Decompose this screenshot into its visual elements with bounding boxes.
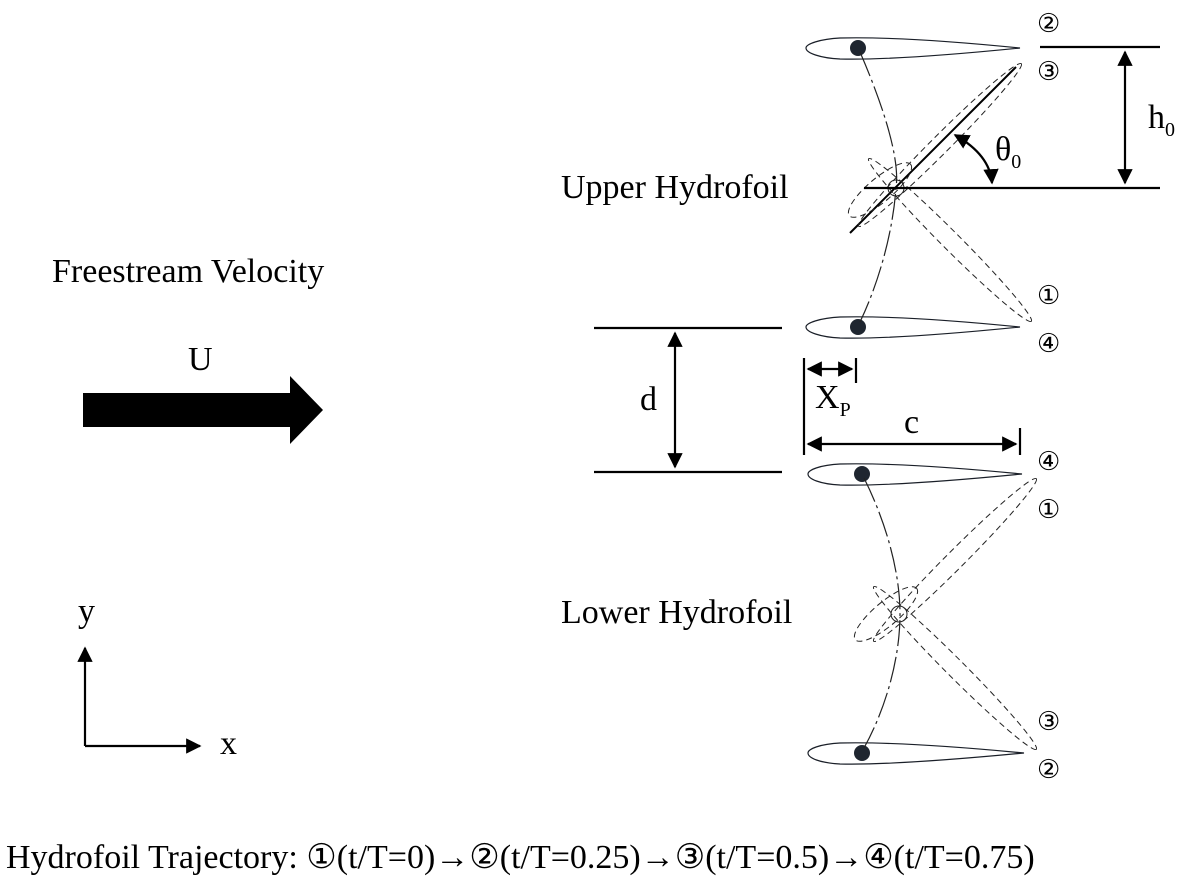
h0-label: h0 xyxy=(1148,99,1175,141)
upper-foil-dashed-a xyxy=(857,62,1023,228)
trajectory-caption: Hydrofoil Trajectory: ①(t/T=0)→②(t/T=0.2… xyxy=(6,839,1035,876)
separation-dimension: d xyxy=(594,326,782,474)
lower-position-bottom-a: ③ xyxy=(1037,707,1060,737)
lower-foil-dashed-a xyxy=(872,477,1038,643)
lower-pivot-bottom xyxy=(854,745,870,761)
y-axis-label: y xyxy=(78,593,95,630)
lower-hydrofoil-label: Lower Hydrofoil xyxy=(561,594,792,631)
x-axis-label: x xyxy=(220,725,237,762)
upper-position-bottom-b: ④ xyxy=(1037,329,1060,359)
freestream-label: Freestream Velocity xyxy=(52,253,324,290)
d-label: d xyxy=(640,381,657,418)
upper-position-bottom-a: ① xyxy=(1037,281,1060,311)
upper-foil-dashed-c xyxy=(847,162,913,218)
upper-foil-pitched xyxy=(849,66,1017,234)
upper-hydrofoil: Upper Hydrofoil h0 θ0 ② ③ ① ④ xyxy=(561,9,1175,359)
lower-position-top-b: ① xyxy=(1037,495,1060,525)
freestream-arrow-icon xyxy=(83,376,323,444)
lower-trajectory xyxy=(863,477,901,749)
lower-foil-top xyxy=(807,463,1023,486)
chord-dimensions: XP c xyxy=(802,358,1022,455)
theta0-label: θ0 xyxy=(995,131,1021,173)
lower-position-bottom-b: ② xyxy=(1037,755,1060,785)
upper-pivot-top xyxy=(850,40,866,56)
lower-foil-dashed-b xyxy=(872,585,1038,751)
lower-pivot-center xyxy=(890,605,908,623)
upper-foil-top xyxy=(805,37,1021,60)
lower-position-top-a: ④ xyxy=(1037,447,1060,477)
upper-foil-bottom xyxy=(805,316,1021,339)
upper-pivot-bottom xyxy=(850,319,866,335)
c-label: c xyxy=(904,404,919,441)
lower-foil-dashed-c xyxy=(853,586,919,642)
velocity-symbol: U xyxy=(188,341,213,378)
upper-position-top-b: ③ xyxy=(1037,57,1060,87)
lower-pivot-top xyxy=(854,466,870,482)
theta0-arc xyxy=(953,134,999,185)
upper-hydrofoil-label: Upper Hydrofoil xyxy=(561,169,789,206)
lower-hydrofoil: Lower Hydrofoil ④ ① ③ ② xyxy=(561,447,1060,785)
upper-foil-dashed-b xyxy=(867,157,1033,323)
upper-position-top-a: ② xyxy=(1037,9,1060,39)
xp-label: XP xyxy=(815,379,851,421)
coordinate-axes: y x xyxy=(77,593,237,762)
lower-foil-bottom xyxy=(807,742,1025,765)
